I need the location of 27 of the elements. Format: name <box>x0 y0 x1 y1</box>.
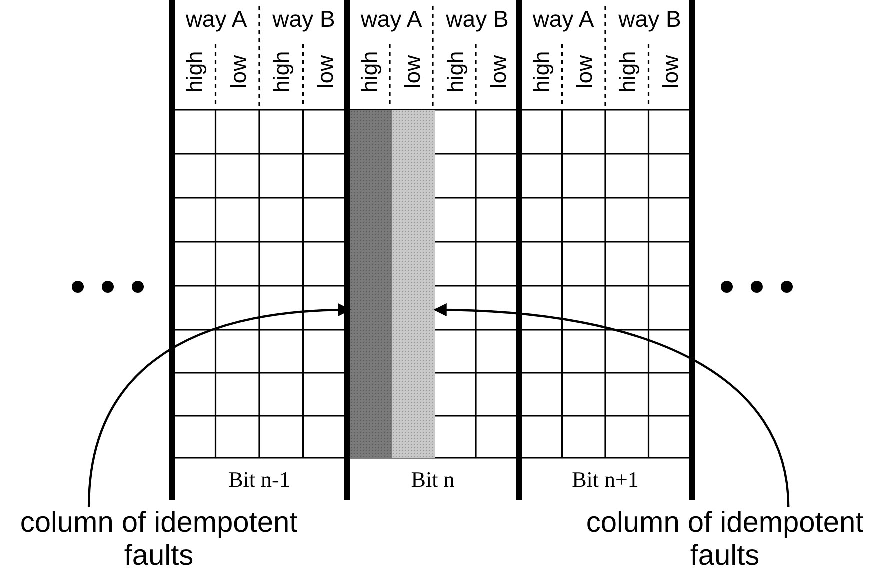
column-header: way B <box>445 5 510 34</box>
column-header: high <box>269 51 296 93</box>
column-header: high <box>528 51 555 93</box>
bit-label: Bit n <box>410 466 456 494</box>
column-header: low <box>400 56 426 88</box>
callout-text: column of idempotent faults <box>566 507 884 577</box>
column-header: low <box>486 56 512 88</box>
column-header: high <box>356 51 382 93</box>
shaded-column <box>350 110 392 458</box>
shaded-column <box>392 110 435 458</box>
column-header: low <box>226 56 252 88</box>
column-header: low <box>572 56 598 88</box>
bit-label: Bit n+1 <box>571 466 640 494</box>
column-header: way A <box>184 5 248 34</box>
curved-arrow <box>88 304 352 508</box>
column-header: low <box>658 56 684 88</box>
column-header: way A <box>360 5 424 34</box>
column-header: way B <box>618 5 682 34</box>
column-header: low <box>313 56 340 88</box>
column-header: high <box>442 51 468 93</box>
column-header: way B <box>272 5 336 34</box>
column-header: high <box>615 51 642 93</box>
curved-arrow <box>434 304 790 508</box>
callout-text: column of idempotent faults <box>0 507 318 577</box>
column-header: way A <box>532 5 596 34</box>
column-header: high <box>182 51 208 93</box>
bit-label: Bit n-1 <box>228 466 292 494</box>
